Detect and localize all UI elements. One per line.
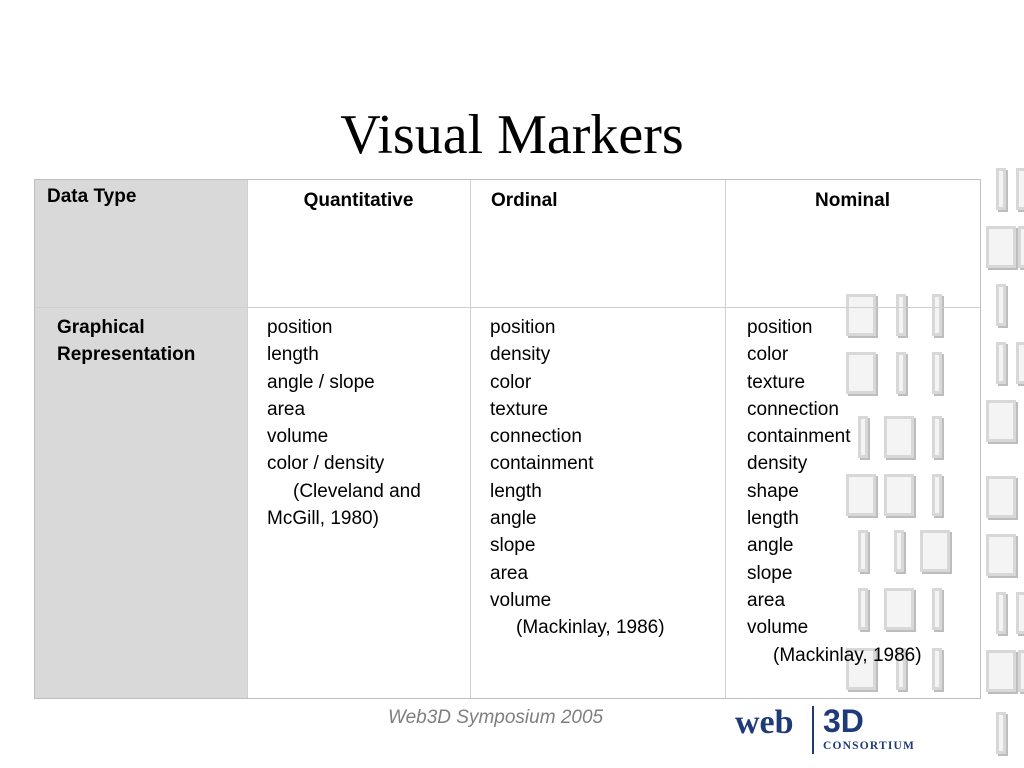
- row-label-graphical-representation: Graphical Representation: [57, 314, 195, 369]
- list-item: slope: [490, 535, 536, 557]
- list-item: length: [267, 344, 319, 366]
- header-nominal: Nominal: [815, 190, 890, 211]
- list-item: containment: [747, 426, 851, 448]
- row-label-column-background: [35, 180, 247, 698]
- citation: McGill, 1980): [267, 508, 379, 530]
- footer-symposium-text: Web3D Symposium 2005: [388, 707, 604, 728]
- list-item: density: [747, 453, 808, 475]
- citation: (Mackinlay, 1986): [773, 644, 922, 666]
- list-item: color: [490, 371, 532, 393]
- column-divider: [725, 180, 726, 698]
- list-item: color: [747, 344, 789, 366]
- ordinal-markers-cell: position density color texture connectio…: [490, 314, 665, 642]
- logo-consortium-text: CONSORTIUM: [823, 740, 916, 752]
- citation: (Cleveland and: [293, 480, 421, 502]
- slide-title: Visual Markers: [340, 104, 684, 166]
- quantitative-markers-cell: position length angle / slope area volum…: [267, 314, 421, 532]
- nominal-markers-cell: position color texture connection contai…: [747, 314, 922, 669]
- ordinal-markers-list: position density color texture connectio…: [490, 314, 665, 642]
- citation: (Mackinlay, 1986): [516, 617, 665, 639]
- nominal-markers-list: position color texture connection contai…: [747, 314, 922, 669]
- list-item: volume: [267, 426, 329, 448]
- row-label-line: Graphical: [57, 317, 145, 338]
- list-item: density: [490, 344, 551, 366]
- list-item: angle / slope: [267, 371, 375, 393]
- logo-divider: [812, 706, 814, 754]
- list-item: connection: [747, 398, 839, 420]
- column-divider: [247, 180, 248, 698]
- list-item: containment: [490, 453, 594, 475]
- header-quantitative: Quantitative: [303, 190, 414, 211]
- list-item: length: [490, 480, 542, 502]
- list-item: slope: [747, 562, 793, 584]
- list-item: volume: [490, 589, 552, 611]
- web3d-consortium-logo: web 3D CONSORTIUM: [735, 703, 935, 758]
- row-divider: [35, 307, 980, 308]
- row-label-line: Representation: [57, 344, 196, 366]
- list-item: position: [747, 317, 813, 338]
- list-item: length: [747, 508, 799, 530]
- list-item: area: [267, 398, 306, 420]
- list-item: texture: [747, 371, 806, 393]
- list-item: area: [490, 562, 529, 584]
- list-item: texture: [490, 398, 549, 420]
- list-item: angle: [490, 508, 537, 530]
- list-item: volume: [747, 617, 809, 639]
- list-item: position: [490, 317, 556, 338]
- list-item: position: [267, 317, 333, 338]
- logo-web-text: web: [735, 704, 794, 741]
- list-item: color / density: [267, 453, 385, 475]
- visual-markers-table: Data Type Quantitative Ordinal Nominal G…: [34, 179, 981, 699]
- list-item: angle: [747, 535, 794, 557]
- header-ordinal: Ordinal: [491, 190, 558, 211]
- list-item: shape: [747, 480, 799, 502]
- header-data-type: Data Type: [47, 186, 137, 207]
- column-divider: [470, 180, 471, 698]
- logo-3d-text: 3D: [823, 703, 864, 739]
- list-item: connection: [490, 426, 582, 448]
- list-item: area: [747, 589, 786, 611]
- quantitative-markers-list: position length angle / slope area volum…: [267, 314, 421, 532]
